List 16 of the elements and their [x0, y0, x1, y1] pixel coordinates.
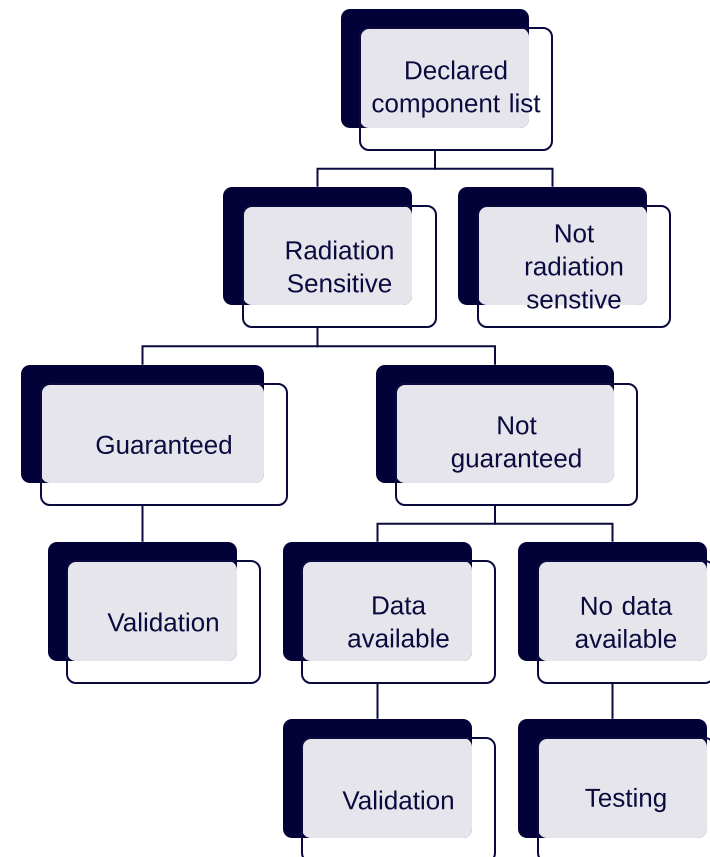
- connector: [494, 505, 614, 542]
- connector: [376, 683, 378, 719]
- connector: [434, 150, 554, 187]
- connector: [142, 505, 144, 542]
- process-box: Radiation Sensitive: [223, 187, 437, 328]
- process-box: Validation: [48, 542, 261, 684]
- process-box: Not guaranteed: [376, 365, 638, 506]
- process-box: Testing: [518, 719, 710, 857]
- process-box: Declared component list: [341, 9, 553, 151]
- process-box: Guaranteed: [21, 365, 288, 506]
- process-box: Not radiation senstive: [458, 187, 671, 328]
- process-box: No data available: [518, 542, 710, 684]
- connector: [316, 327, 496, 365]
- connector: [612, 683, 614, 719]
- process-box: Data available: [283, 542, 496, 684]
- process-box: Validation: [283, 719, 496, 857]
